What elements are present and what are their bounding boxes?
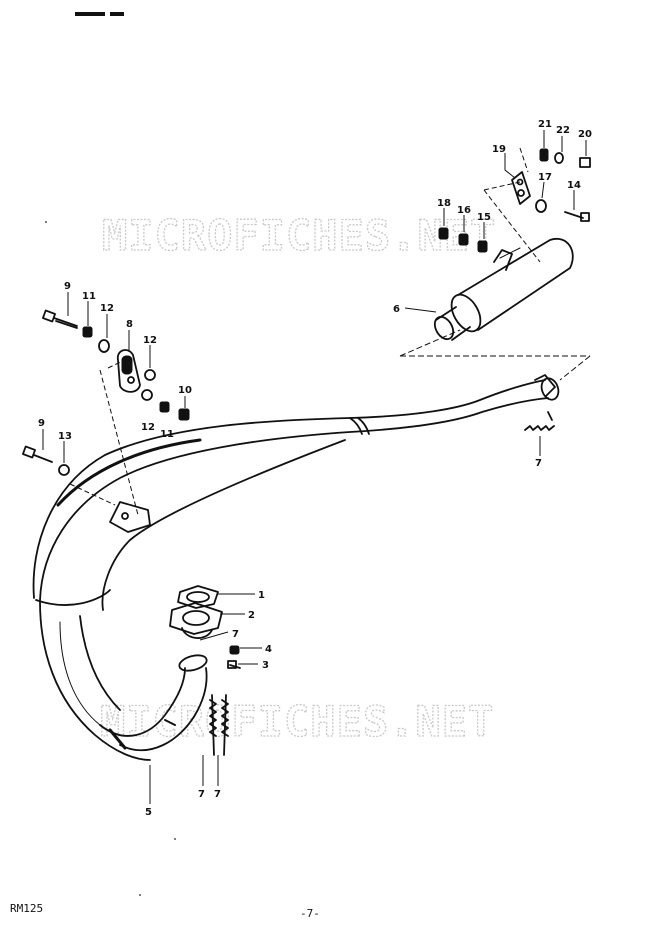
washer-12c [141, 389, 153, 401]
spring-tail [524, 411, 555, 431]
callout-8: 8 [126, 319, 133, 330]
callout-16: 16 [457, 205, 471, 216]
callout-19: 19 [492, 144, 506, 155]
silencer [433, 237, 574, 341]
bolt-3 [227, 660, 241, 669]
nut-15 [477, 240, 488, 253]
callout-17: 17 [538, 172, 552, 183]
callout-18: 18 [437, 198, 451, 209]
header-mark [75, 12, 124, 16]
callout-7-flange: 7 [232, 629, 239, 640]
callout-4: 4 [265, 644, 272, 655]
page-number: -7- [300, 907, 320, 920]
bolt-20 [579, 157, 591, 168]
callout-1: 1 [258, 590, 265, 601]
callout-12-lower: 12 [141, 422, 155, 433]
callout-20: 20 [578, 129, 592, 140]
callout-12-upper: 12 [100, 303, 114, 314]
callout-11-lower: 11 [160, 429, 174, 440]
callout-21: 21 [538, 119, 552, 130]
callout-2: 2 [248, 610, 255, 621]
collar-21 [539, 148, 549, 162]
watermark-top: MICROFICHES.NET [102, 211, 496, 260]
expansion-chamber [32, 374, 560, 761]
spring-front-left [209, 694, 217, 756]
nut-4 [229, 645, 240, 655]
callout-10: 10 [178, 385, 192, 396]
callout-7-right: 7 [214, 789, 221, 800]
bolt-9-upper [42, 309, 78, 329]
callout-11-upper: 11 [82, 291, 96, 302]
spring-front-right [221, 694, 229, 756]
callout-6: 6 [393, 304, 400, 315]
nut-18 [438, 227, 449, 240]
scan-specks [45, 221, 176, 896]
bolt-14 [564, 211, 590, 222]
washer-13 [58, 464, 70, 476]
callout-3: 3 [262, 660, 269, 671]
leader-lines [42, 130, 591, 804]
callout-7-tail: 7 [535, 458, 542, 469]
washer-12a [98, 339, 110, 353]
model-code: RM125 [10, 902, 44, 915]
callout-22: 22 [556, 125, 570, 136]
callout-15: 15 [477, 212, 491, 223]
callout-13: 13 [58, 431, 72, 442]
callout-12-right: 12 [143, 335, 157, 346]
callout-14: 14 [567, 180, 581, 191]
washer-17 [535, 199, 547, 213]
callout-9-upper: 9 [64, 281, 71, 292]
callout-numbers: 21 22 20 19 17 14 18 16 15 6 9 11 12 8 1… [38, 119, 592, 818]
callout-7-left: 7 [198, 789, 205, 800]
flange-gasket-2 [169, 602, 223, 639]
watermark-bottom: MICROFICHES.NET [100, 697, 494, 746]
nut-10 [178, 408, 190, 421]
chamber-bracket [109, 501, 151, 533]
washer-12b [144, 369, 156, 381]
callout-9-lower: 9 [38, 418, 45, 429]
nut-11b [159, 401, 170, 413]
callout-5: 5 [145, 807, 152, 818]
bolt-9-lower [22, 445, 53, 463]
rubber-bushing-8 [121, 355, 133, 375]
flange-gasket-1 [177, 585, 219, 609]
nut-16 [458, 233, 469, 246]
washer-22 [554, 152, 564, 164]
nut-11a [82, 326, 93, 338]
silencer-bracket [511, 171, 531, 205]
